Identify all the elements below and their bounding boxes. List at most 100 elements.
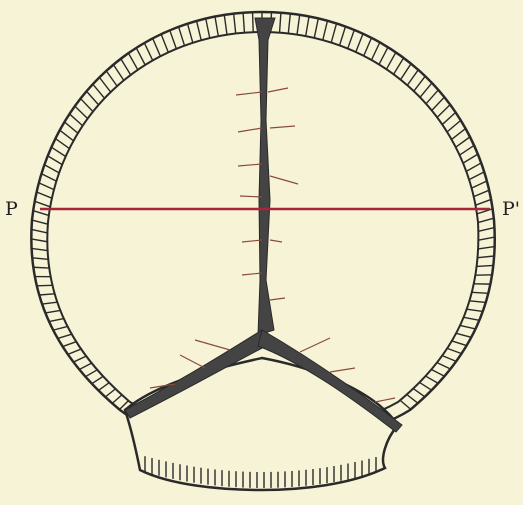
hatch-stroke xyxy=(128,53,137,70)
hatch-stroke xyxy=(215,17,218,37)
hatch-stroke xyxy=(53,326,67,330)
septal-fiber xyxy=(270,126,295,128)
hatch-stroke xyxy=(432,97,445,110)
septal-fiber xyxy=(238,128,262,132)
hatch-stroke xyxy=(44,165,59,173)
hatch-stroke xyxy=(121,59,131,75)
hatch-stroke xyxy=(314,18,318,38)
hatch-stroke xyxy=(60,130,74,141)
septal-fiber xyxy=(330,368,355,372)
hatch-stroke xyxy=(224,15,227,35)
septal-fiber xyxy=(242,240,262,242)
hatch-stroke xyxy=(85,370,97,377)
hatch-stroke xyxy=(63,342,77,347)
hatch-stroke xyxy=(31,239,47,242)
septal-fiber xyxy=(195,340,230,350)
hatch-stroke xyxy=(33,267,49,268)
hatch-stroke xyxy=(442,356,456,362)
hatch-stroke xyxy=(112,395,122,404)
hatch-stroke xyxy=(400,400,411,409)
hatch-stroke xyxy=(32,258,48,259)
hatch-stroke xyxy=(99,77,110,92)
hatch-stroke xyxy=(420,382,432,390)
septal-fiber xyxy=(270,176,298,184)
hatch-stroke xyxy=(460,145,474,155)
hatch-stroke xyxy=(437,105,450,118)
hatch-stroke xyxy=(234,14,236,34)
hatch-stroke xyxy=(407,394,418,403)
label-p-left: P xyxy=(5,198,18,220)
hatch-stroke xyxy=(48,156,62,165)
hatch-stroke xyxy=(401,64,411,80)
hatch-stroke xyxy=(113,65,123,81)
hatch-stroke xyxy=(356,34,363,52)
hatch-stroke xyxy=(447,120,461,132)
hatch-stroke xyxy=(472,292,488,293)
hatch-stroke xyxy=(33,211,49,216)
hatch-stroke xyxy=(420,83,432,97)
hatch-stroke xyxy=(476,199,492,205)
hatch-stroke xyxy=(64,122,77,133)
hatch-stroke xyxy=(364,38,372,56)
hatch-stroke xyxy=(98,383,109,391)
hatch-stroke xyxy=(58,334,72,338)
hatch-stroke xyxy=(39,183,54,190)
hatch-stroke xyxy=(379,47,388,64)
label-p-right: P' xyxy=(502,198,520,220)
hatch-stroke xyxy=(306,16,309,36)
hatch-stroke xyxy=(280,13,281,33)
hatch-stroke xyxy=(469,301,485,303)
hatch-stroke xyxy=(323,21,328,40)
hatch-stroke xyxy=(69,114,82,126)
hatch-stroke xyxy=(161,34,168,52)
hatch-stroke xyxy=(206,19,210,39)
hatch-stroke xyxy=(288,14,290,34)
hatch-stroke xyxy=(55,139,69,149)
hatch-stroke xyxy=(37,285,53,286)
hatch-stroke xyxy=(463,154,478,163)
hatch-stroke xyxy=(68,349,81,354)
hatch-stroke xyxy=(426,376,439,383)
hatch-stroke xyxy=(348,30,355,49)
hatch-stroke xyxy=(478,237,494,240)
hatch-stroke xyxy=(394,58,404,74)
lower-chamber xyxy=(125,358,398,490)
hatch-stroke xyxy=(297,15,300,35)
septal-fiber xyxy=(238,164,262,166)
hatch-stroke xyxy=(474,190,489,196)
hatch-stroke xyxy=(136,48,145,65)
hatch-stroke xyxy=(452,341,467,346)
hatch-stroke xyxy=(188,24,193,43)
hatch-stroke xyxy=(93,84,105,98)
hatch-stroke xyxy=(371,42,379,60)
septal-fiber xyxy=(236,92,262,95)
hatch-stroke xyxy=(37,192,52,198)
hatch-stroke xyxy=(87,91,99,105)
hatch-stroke xyxy=(197,21,202,40)
septal-fiber xyxy=(268,88,288,92)
hatch-stroke xyxy=(407,70,418,85)
hatch-stroke xyxy=(386,52,395,69)
hatch-stroke xyxy=(447,348,461,353)
hatch-stroke xyxy=(31,229,47,232)
hatch-stroke xyxy=(414,76,425,91)
hatch-stroke xyxy=(340,27,346,46)
hatch-stroke xyxy=(35,201,50,206)
hatch-stroke xyxy=(431,369,444,376)
hatch-stroke xyxy=(478,228,494,232)
hatch-stroke xyxy=(39,294,54,295)
hatch-stroke xyxy=(41,174,56,181)
hatch-stroke xyxy=(106,71,117,86)
hatch-stroke xyxy=(75,106,88,118)
septal-fibers xyxy=(150,88,395,402)
hatch-stroke xyxy=(456,137,470,147)
hatch-stroke xyxy=(442,112,455,124)
hatch-stroke xyxy=(413,389,425,397)
septal-fiber xyxy=(270,298,285,300)
hatch-stroke xyxy=(466,163,481,171)
hatch-stroke xyxy=(92,376,103,383)
hatch-stroke xyxy=(49,319,64,322)
hatch-stroke xyxy=(170,30,177,49)
